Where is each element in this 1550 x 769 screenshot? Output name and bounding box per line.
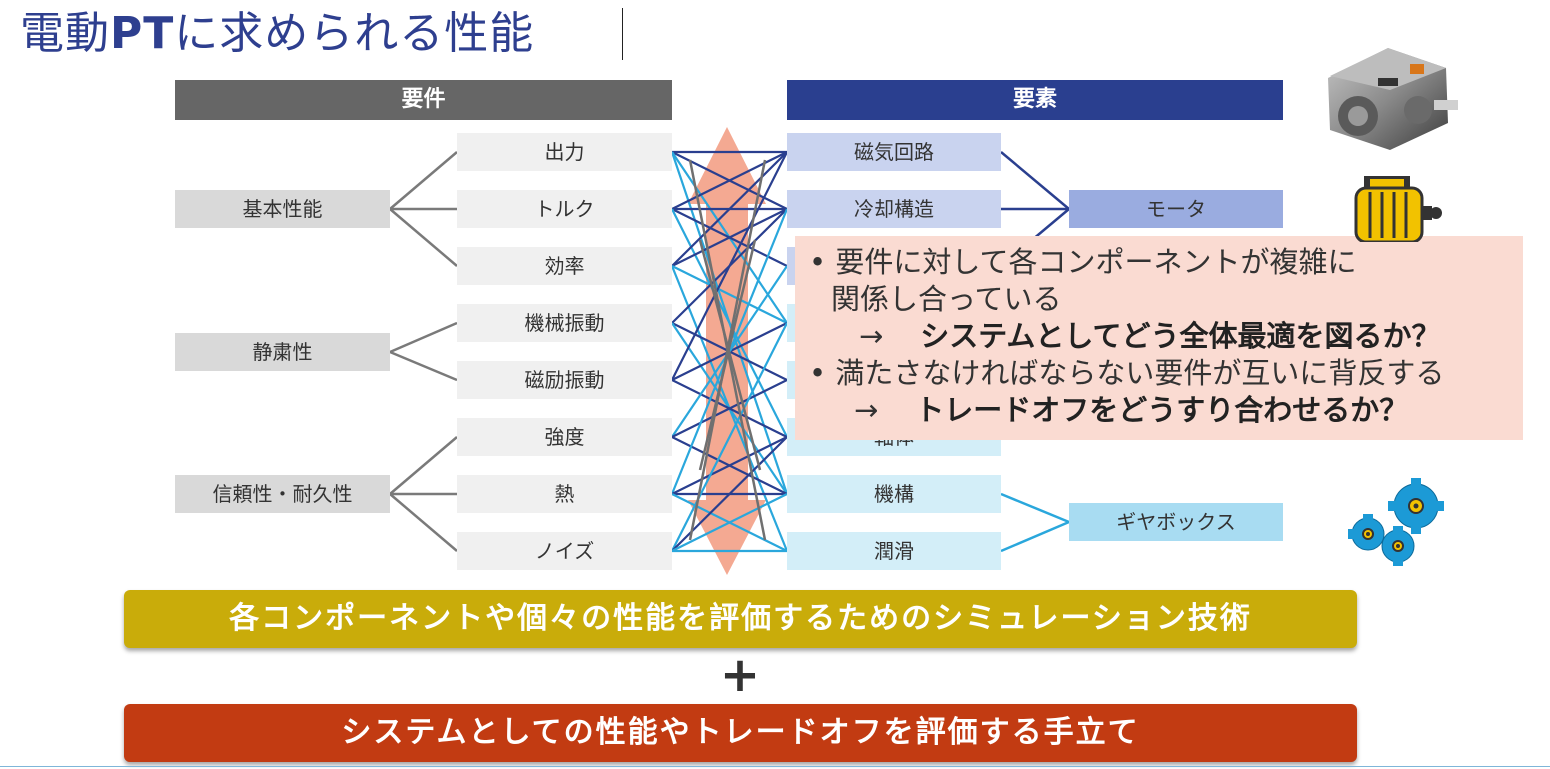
- requirement-torque: トルク: [457, 190, 672, 228]
- callout-line-1: • 要件に対して各コンポーネントが複雑に: [809, 245, 1357, 279]
- callout-line-3: → システムとしてどう全体最適を図るか？: [859, 319, 1441, 353]
- element-cooling-structure: 冷却構造: [787, 190, 1001, 228]
- requirement-output: 出力: [457, 133, 672, 171]
- component-gearbox: ギヤボックス: [1069, 503, 1283, 541]
- category-basic-performance: 基本性能: [175, 190, 390, 228]
- callout-line-4: • 満たさなければならない要件が互いに背反する: [809, 356, 1445, 390]
- requirements-header: 要件: [175, 80, 672, 120]
- text-cursor: [622, 8, 623, 60]
- elements-header: 要素: [787, 80, 1283, 120]
- requirement-magnetic-vibration: 磁励振動: [457, 361, 672, 399]
- requirement-strength: 強度: [457, 418, 672, 456]
- motor-icon: [1354, 176, 1442, 242]
- gears-icon: [1348, 478, 1444, 566]
- callout-line-2: 関係し合っている: [831, 282, 1062, 316]
- callout-line-5: → トレードオフをどうすり合わせるか？: [854, 393, 1409, 427]
- category-connectors: [389, 151, 458, 552]
- plus-sign: +: [719, 647, 761, 703]
- requirement-efficiency: 効率: [457, 247, 672, 285]
- element-mechanism: 機構: [787, 475, 1001, 513]
- requirement-mechanical-vibration: 機械振動: [457, 304, 672, 342]
- cross-lines: [670, 150, 789, 553]
- tradeoff-banner: システムとしての性能やトレードオフを評価する手立て: [124, 704, 1357, 762]
- simulation-banner: 各コンポーネントや個々の性能を評価するためのシミュレーション技術: [124, 590, 1357, 648]
- element-magnetic-circuit: 磁気回路: [787, 133, 1001, 171]
- element-lubrication: 潤滑: [787, 532, 1001, 570]
- component-motor: モータ: [1069, 190, 1283, 228]
- requirement-heat: 熱: [457, 475, 672, 513]
- motor-photo-icon: [1328, 48, 1458, 150]
- category-quietness: 静粛性: [175, 333, 390, 371]
- bottom-rule: [0, 766, 1550, 767]
- callout-box: • 要件に対して各コンポーネントが複雑に 関係し合っている → システムとしてど…: [795, 236, 1523, 440]
- category-reliability: 信頼性・耐久性: [175, 475, 390, 513]
- page-title: 電動PTに求められる性能: [20, 8, 535, 59]
- requirement-noise: ノイズ: [457, 532, 672, 570]
